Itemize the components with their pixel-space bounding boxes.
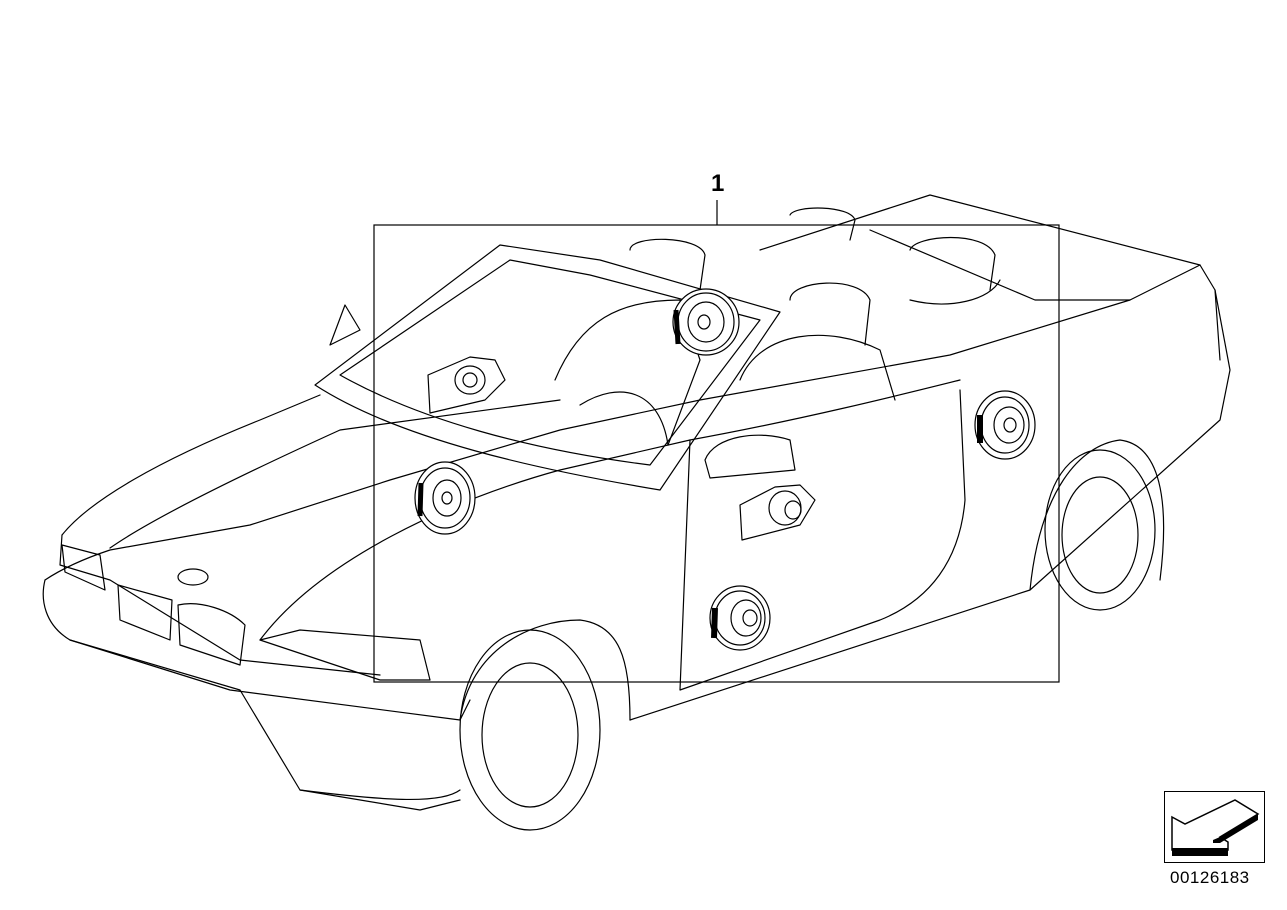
diagram-reference-number: 00126183 — [1170, 868, 1250, 887]
reference-arrow-box — [1164, 791, 1265, 863]
speaker-icon — [672, 288, 740, 356]
direction-arrow-icon — [1171, 799, 1260, 856]
speaker-icon — [974, 390, 1036, 460]
speaker-icon — [414, 461, 476, 535]
callout-number: 1 — [711, 170, 725, 197]
tweeter-panel-icon — [739, 484, 816, 541]
tweeter-panel-icon — [427, 356, 506, 414]
speaker-icon — [709, 585, 771, 651]
car-body-outline — [42, 194, 1231, 831]
